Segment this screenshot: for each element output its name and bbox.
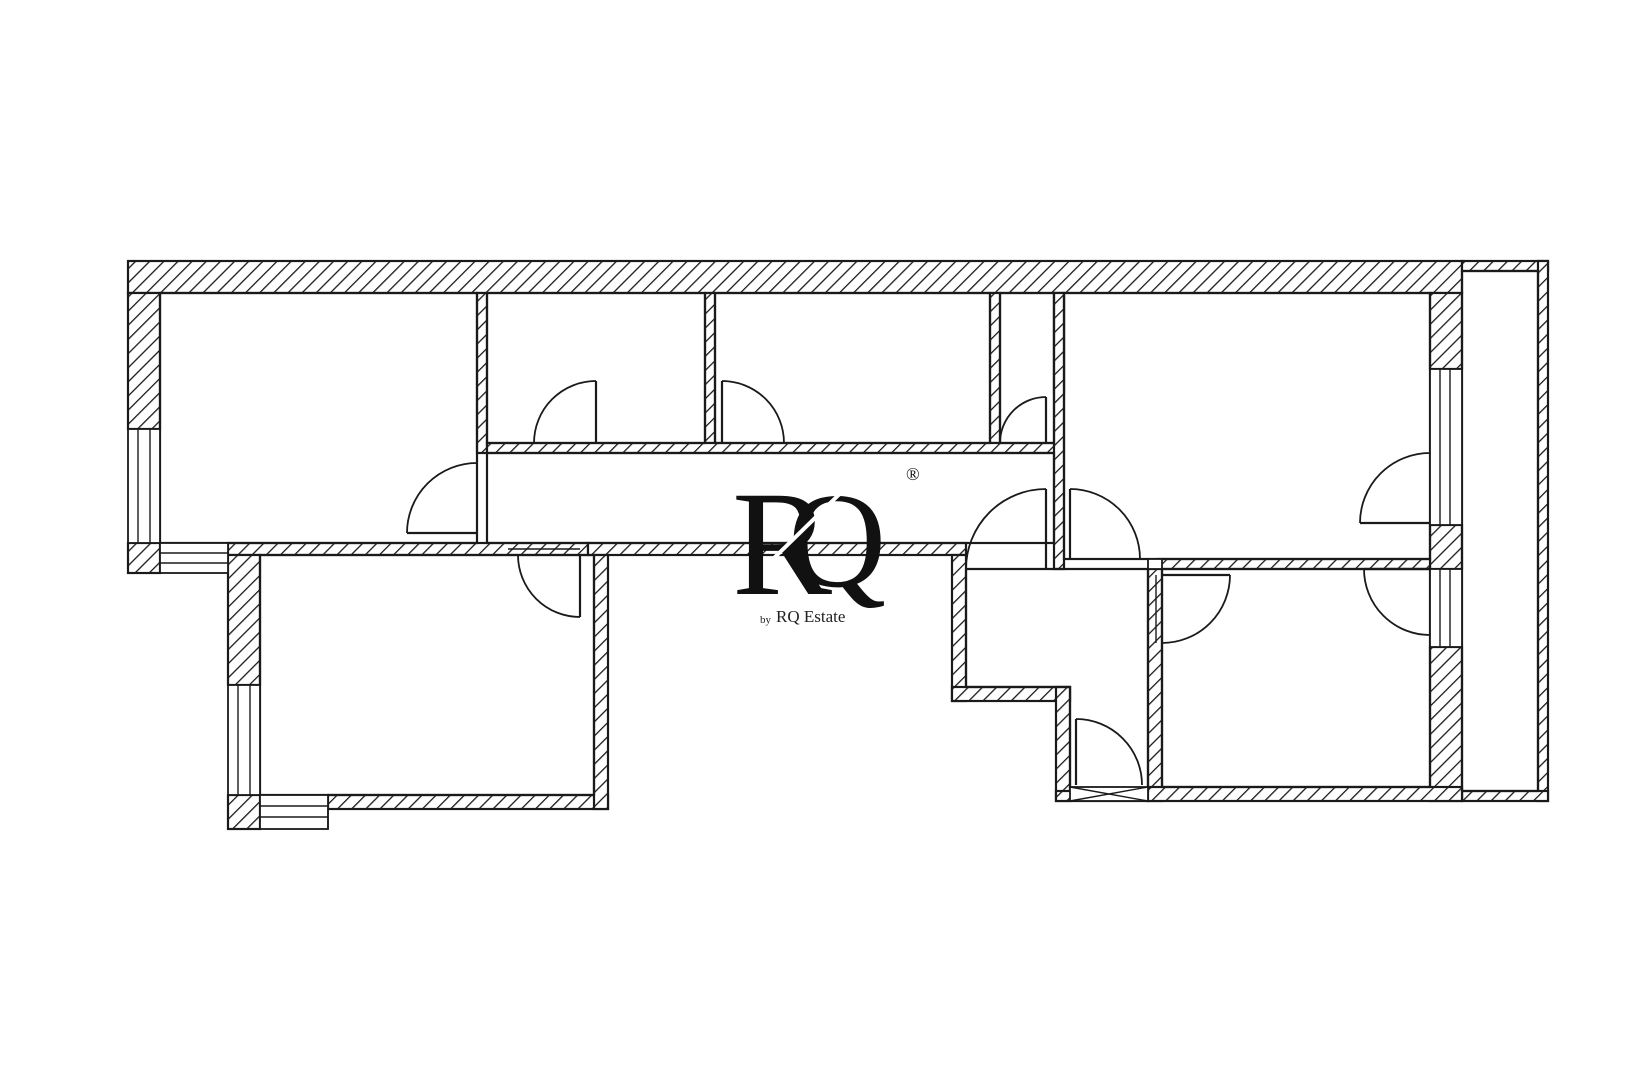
window-right-lower — [1429, 568, 1463, 648]
door-entry-swing — [1075, 718, 1143, 786]
wall-br-left — [1146, 567, 1164, 803]
wall-balcony-top — [1460, 259, 1550, 273]
window-bl-bottom — [259, 794, 329, 830]
wall-corridor-top — [485, 441, 1057, 455]
door-balcony-upper-swing — [1359, 452, 1431, 524]
room-top-small-2 — [713, 291, 992, 445]
windows — [127, 368, 1463, 830]
door-narrow-swing — [999, 396, 1047, 444]
room-bottom-right — [1160, 567, 1432, 789]
doors — [406, 380, 1431, 802]
door-balcony-lower-swing — [1363, 568, 1431, 636]
room-bottom-left — [258, 553, 596, 797]
partition-hall-top — [1147, 558, 1163, 570]
walls — [126, 259, 1550, 831]
wall-right-room-left — [1052, 291, 1066, 571]
door-br-swing — [1161, 574, 1231, 644]
wall-right-inner-upper — [1428, 291, 1464, 371]
door-left-room-swing — [406, 462, 478, 534]
wall-hall-right-lower — [1054, 685, 1072, 803]
wall-int-v3 — [988, 291, 1002, 445]
wall-right-mid-horizontal — [1156, 557, 1432, 571]
room-top-left — [158, 291, 479, 545]
logo-monogram-q: Q — [788, 466, 886, 616]
wall-int-v2 — [703, 291, 717, 445]
room-top-right — [1062, 291, 1432, 561]
room-corridor — [485, 451, 1056, 545]
window-bl-left — [227, 684, 261, 796]
wall-bl-bottom — [326, 793, 610, 811]
wall-right-inner-mid — [1428, 523, 1464, 571]
window-left-room — [127, 428, 161, 544]
wall-balcony-right — [1536, 259, 1550, 803]
wall-int-v1 — [475, 291, 489, 455]
wall-bl-right — [592, 553, 610, 811]
wall-br-bottom — [1146, 785, 1464, 803]
window-left-lower — [159, 542, 229, 574]
brand-logo: R Q ® by RQ Estate — [732, 461, 920, 627]
wall-hall-bottom — [950, 685, 1072, 703]
wall-left-upper — [126, 291, 162, 431]
wall-right-inner-lower — [1428, 645, 1464, 803]
wall-bl-left-upper — [226, 553, 262, 687]
door-bl-swing — [517, 554, 581, 618]
logo-by-text: by — [760, 614, 772, 626]
logo-registered-mark: ® — [906, 464, 920, 484]
door-top-right-swing — [1069, 488, 1141, 560]
wall-balcony-bottom — [1460, 789, 1550, 803]
door-small1-swing — [533, 380, 597, 444]
logo-diagonal-stroke — [770, 474, 860, 562]
window-right-upper — [1429, 368, 1463, 526]
door-small2-swing — [721, 380, 785, 444]
wall-bl-left-corner — [226, 793, 262, 831]
logo-monogram-r: R — [732, 461, 832, 627]
room-balcony — [1460, 269, 1540, 793]
room-top-narrow — [998, 291, 1056, 445]
logo-brand-text: RQ Estate — [776, 607, 845, 626]
wall-hall-left — [950, 553, 968, 703]
wall-left-lower-corner — [126, 541, 162, 575]
door-hall-left-swing — [965, 488, 1047, 570]
wall-top-outer — [126, 259, 1464, 295]
